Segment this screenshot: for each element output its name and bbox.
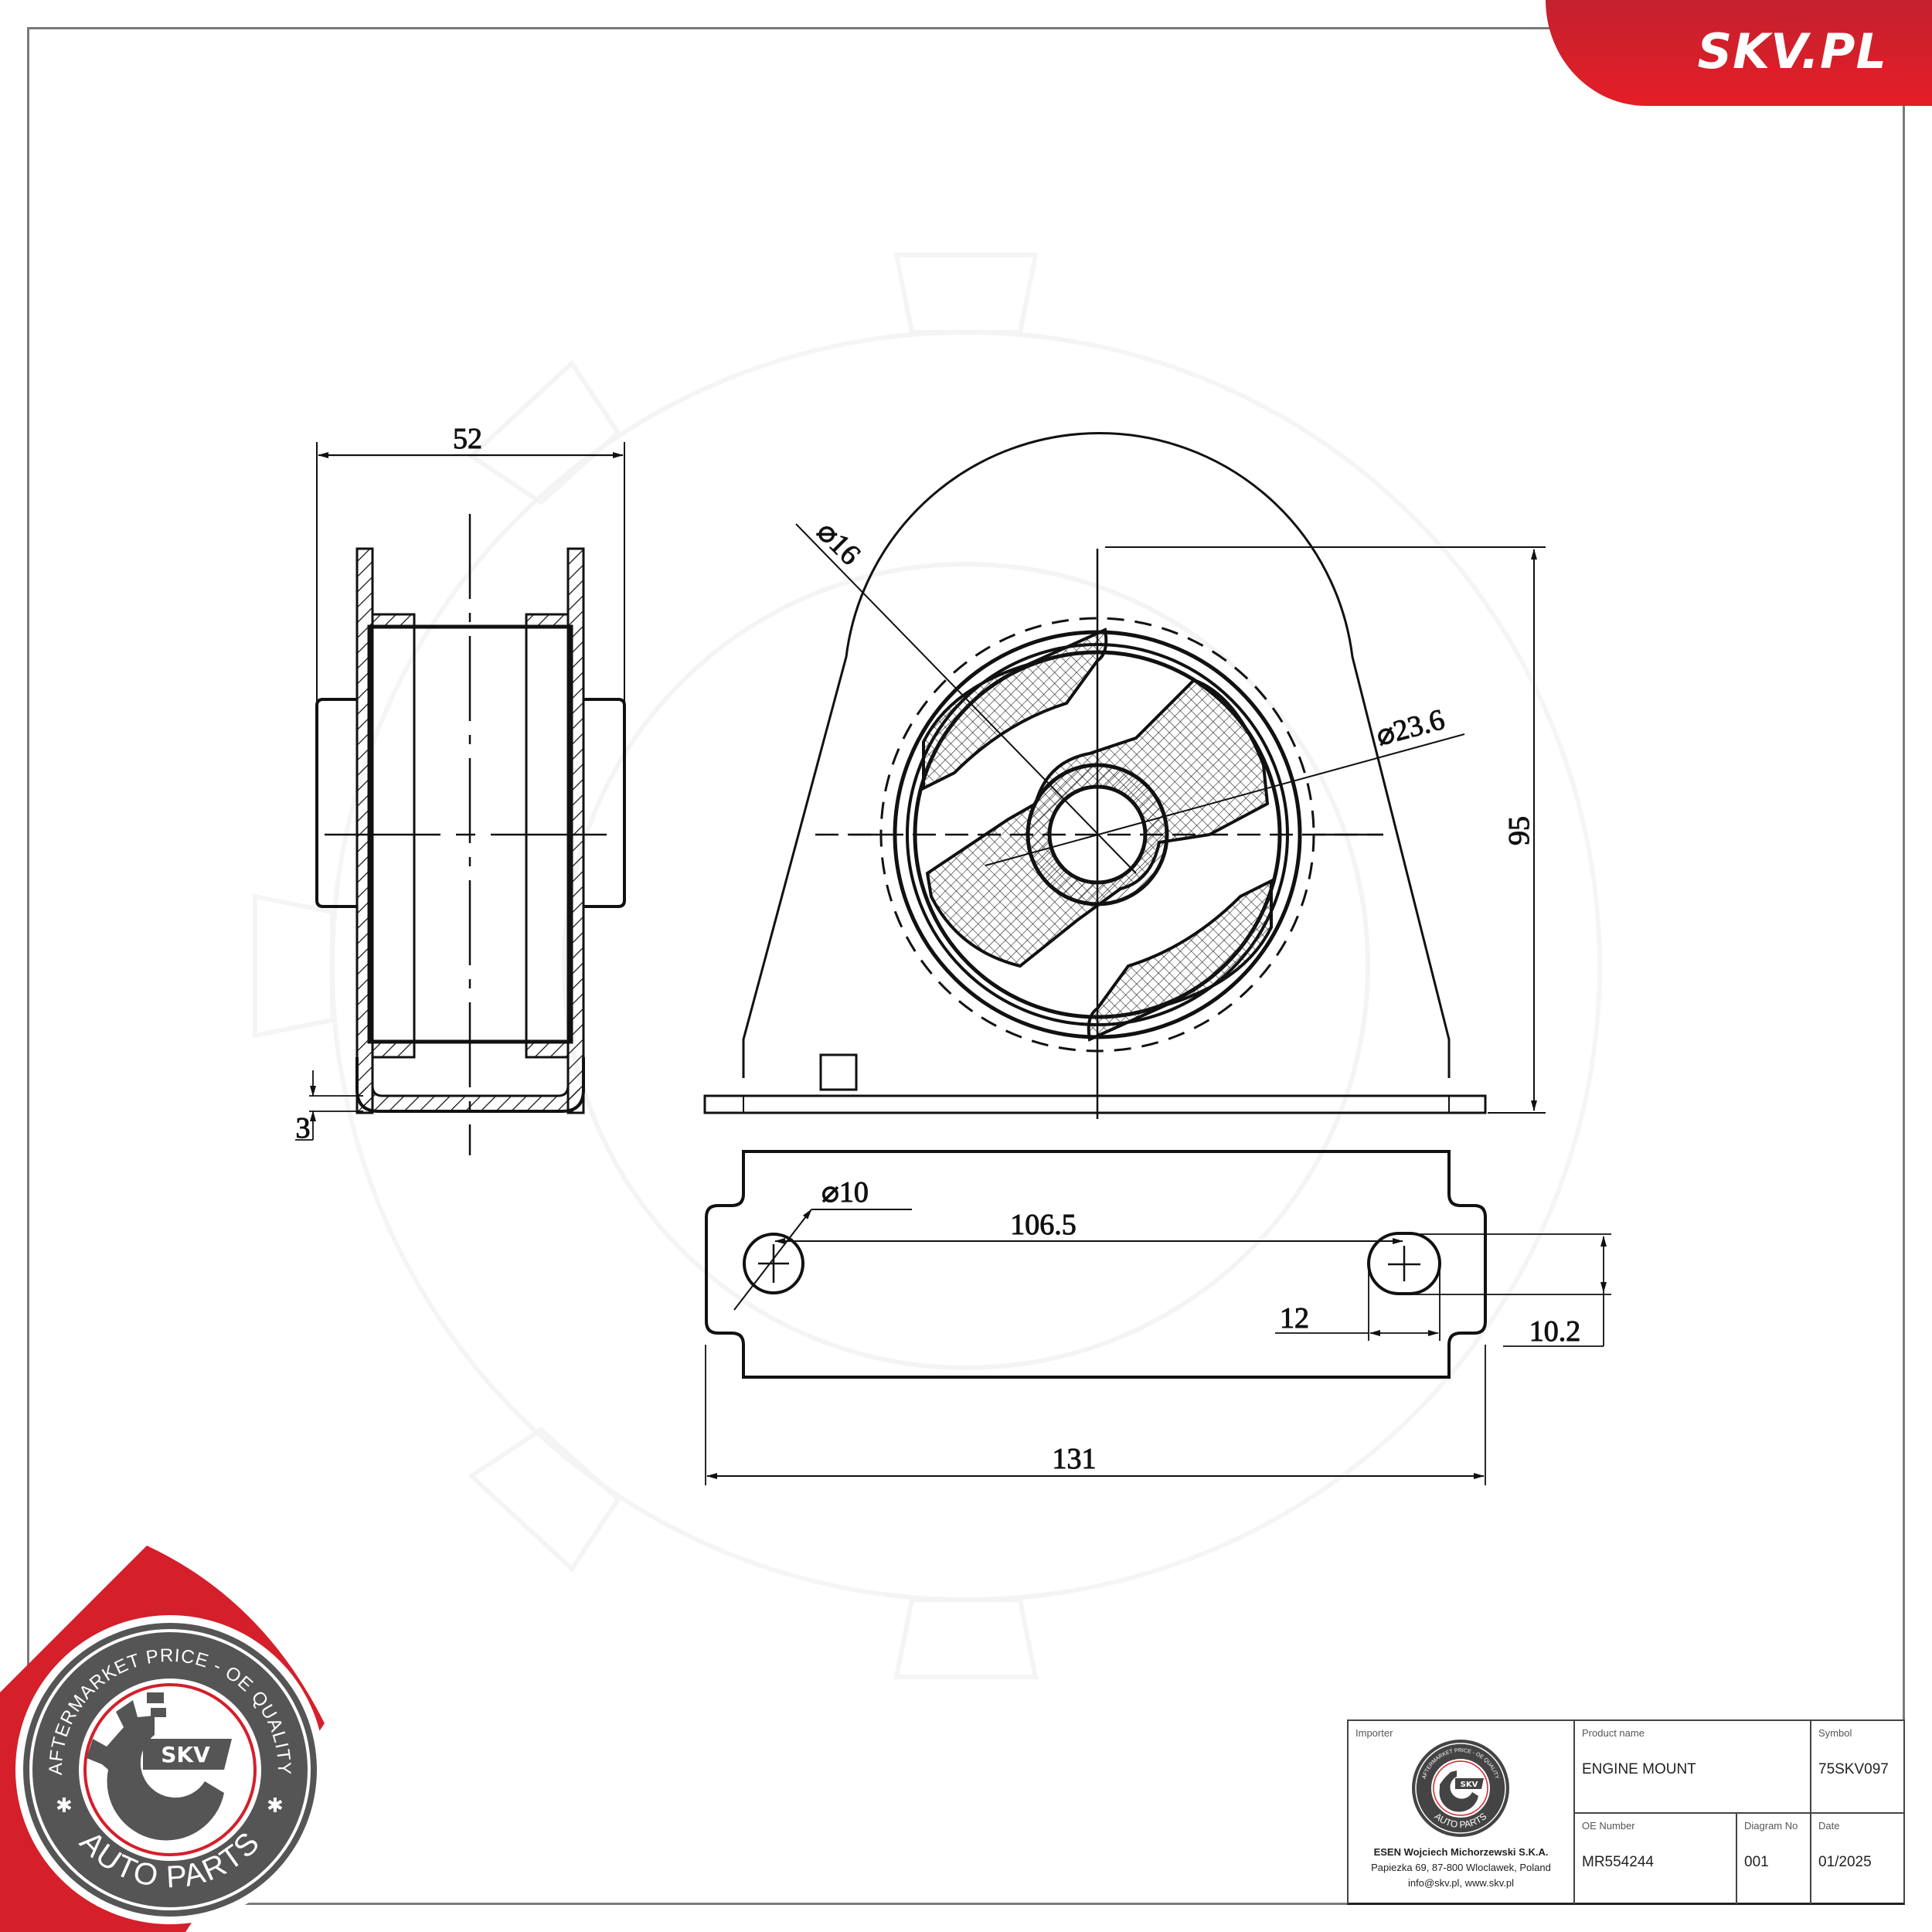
dim-height-95: 95 xyxy=(1503,816,1536,845)
date-value: 01/2025 xyxy=(1818,1854,1872,1870)
dim-slot-width-12: 12 xyxy=(1280,1302,1309,1335)
badge-star-right-icon: ✱ xyxy=(267,1794,284,1818)
product-name-cell: Product name ENGINE MOUNT xyxy=(1573,1721,1810,1814)
product-name-value: ENGINE MOUNT xyxy=(1582,1761,1696,1777)
importer-cell: Importer SKV AFTERMARKET PRICE - OE QUAL… xyxy=(1349,1721,1573,1904)
brand-site-label: SKV.PL xyxy=(1697,23,1887,80)
dim-thickness-3: 3 xyxy=(296,1112,311,1145)
watermark-gear-icon xyxy=(253,253,1602,1679)
diagram-no-value: 001 xyxy=(1744,1854,1769,1870)
front-view: ⌀16 ⌀23.6 95 xyxy=(703,432,1546,1119)
importer-company: ESEN Wojciech Michorzewski S.K.A. xyxy=(1373,1846,1549,1858)
importer-logo: SKV AFTERMARKET PRICE - OE QUALITY AUTO … xyxy=(1412,1740,1509,1837)
brand-tab[interactable]: SKV.PL xyxy=(1546,0,1932,106)
badge-center-label: SKV xyxy=(161,1742,210,1767)
sheet-border xyxy=(27,27,1905,1905)
diagram-no-label: Diagram No xyxy=(1744,1820,1798,1832)
importer-contact[interactable]: info@skv.pl, www.skv.pl xyxy=(1408,1877,1514,1889)
oe-number-cell: OE Number MR554244 xyxy=(1573,1814,1736,1904)
badge-star-left-icon: ✱ xyxy=(56,1794,73,1818)
dim-length-131: 131 xyxy=(1053,1443,1097,1475)
date-cell: Date 01/2025 xyxy=(1810,1814,1903,1904)
gear-icon xyxy=(87,1692,224,1841)
symbol-label: Symbol xyxy=(1818,1727,1852,1739)
diagram-no-cell: Diagram No 001 xyxy=(1736,1814,1810,1904)
base-plate-view: ⌀10 106.5 12 10.2 131 xyxy=(705,1150,1611,1485)
dim-diameter-16: ⌀16 xyxy=(811,515,867,572)
oe-number-label: OE Number xyxy=(1582,1820,1635,1832)
date-label: Date xyxy=(1818,1820,1840,1832)
importer-logo-center: SKV xyxy=(1461,1781,1478,1789)
dim-slot-height-10-2: 10.2 xyxy=(1529,1315,1581,1348)
title-block: Importer SKV AFTERMARKET PRICE - OE QUAL… xyxy=(1347,1719,1905,1905)
dim-hole-spacing-106-5: 106.5 xyxy=(1010,1209,1077,1241)
importer-address: Papiezka 69, 87-800 Wloclawek, Poland xyxy=(1371,1862,1551,1873)
side-view: 52 xyxy=(295,423,626,1155)
dim-diameter-23-6: ⌀23.6 xyxy=(1372,703,1447,753)
dim-hole-diameter-10: ⌀10 xyxy=(821,1176,869,1209)
oe-number-value: MR554244 xyxy=(1582,1854,1654,1870)
importer-label: Importer xyxy=(1355,1727,1393,1739)
symbol-value: 75SKV097 xyxy=(1818,1761,1889,1777)
symbol-cell: Symbol 75SKV097 xyxy=(1810,1721,1903,1814)
dim-width-52: 52 xyxy=(453,423,482,455)
skv-quality-badge: AFTERMARKET PRICE - OE QUALITY AUTO PART… xyxy=(0,1546,325,1932)
product-name-label: Product name xyxy=(1582,1727,1645,1739)
